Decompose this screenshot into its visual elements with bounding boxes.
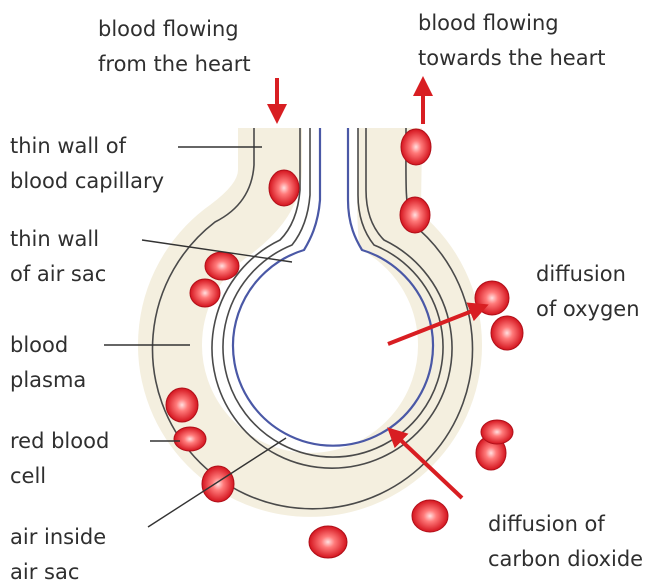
red-blood-cell (412, 500, 448, 532)
red-blood-cell (202, 466, 234, 502)
red-blood-cell (190, 279, 220, 307)
label-co2-line2: carbon dioxide (488, 547, 643, 571)
label-air-inside-line1: air inside (10, 525, 106, 549)
label-capillary-wall-line1: thin wall of (10, 134, 127, 158)
label-from-heart-line1: blood flowing (98, 17, 239, 41)
label-to-heart-line1: blood flowing (418, 11, 559, 35)
label-oxygen-line2: of oxygen (536, 297, 640, 321)
red-blood-cell (166, 388, 198, 422)
red-blood-cell (401, 129, 431, 165)
label-plasma-line2: plasma (10, 368, 86, 392)
label-co2-line1: diffusion of (488, 512, 605, 536)
red-blood-cell (269, 170, 299, 206)
label-from-heart-line2: from the heart (98, 52, 251, 76)
label-oxygen-line1: diffusion (536, 262, 626, 286)
label-red-cell-line2: cell (10, 464, 46, 488)
label-red-cell-line1: red blood (10, 429, 109, 453)
red-blood-cell (491, 316, 523, 350)
label-plasma-line1: blood (10, 333, 68, 357)
label-capillary-wall-line2: blood capillary (10, 169, 164, 193)
red-blood-cell (481, 420, 513, 444)
red-blood-cell (205, 252, 239, 280)
label-air-inside-line2: air sac (10, 560, 79, 582)
red-blood-cell (400, 197, 430, 233)
red-blood-cell (174, 427, 206, 451)
label-air-sac-wall-line2: of air sac (10, 262, 106, 286)
label-to-heart-line2: towards the heart (418, 46, 605, 70)
red-blood-cell (309, 526, 347, 558)
label-air-sac-wall-line1: thin wall (10, 227, 99, 251)
